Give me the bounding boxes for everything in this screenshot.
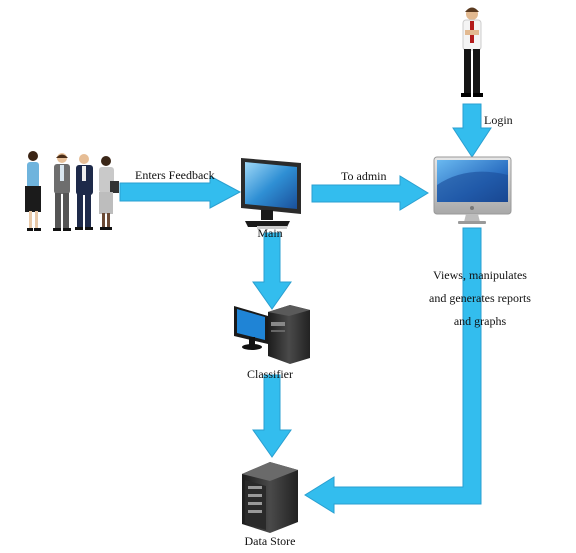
arrow-login-to-admin [452,103,492,158]
arrow-users-to-main [119,175,242,209]
views-line-3: and graphs [453,314,507,328]
admin-computer-icon [433,156,512,224]
main-label: Main [257,226,283,240]
arrow-admin-to-datastore [304,227,482,514]
classifier-computer-icon [234,305,310,364]
arrow-main-to-classifier [252,232,292,310]
arrow-classifier-to-datastore [252,374,292,458]
admin-user-icon [461,7,483,97]
data-store-server-icon [242,462,298,533]
views-line-1: Views, manipulates [433,268,527,282]
to-admin-label: To admin [341,169,387,183]
main-monitor-icon [241,158,301,229]
views-line-2: and generates reports [429,291,531,305]
users-group-icon [25,151,119,231]
login-label: Login [484,113,513,127]
data-store-label: Data Store [244,534,296,548]
views-manipulates-label: Views, manipulates and generates reports… [410,264,550,333]
enters-feedback-label: Enters Feedback [135,168,215,182]
arrow-main-to-admin [311,175,429,211]
classifier-label: Classifier [247,367,293,381]
